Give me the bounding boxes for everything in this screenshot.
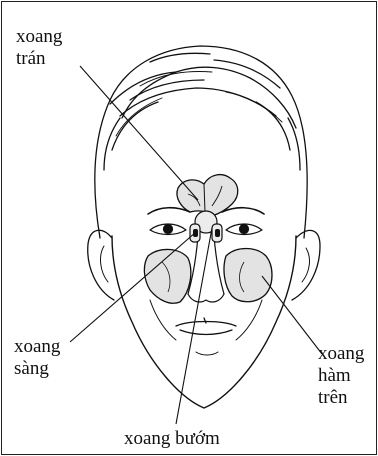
nose (188, 236, 224, 302)
leader-line-maxillary (262, 276, 322, 354)
label-ethmoid-line-2: sàng (14, 358, 60, 380)
right-eyebrow (222, 208, 264, 214)
leader-line-frontal (80, 66, 198, 200)
label-frontal-line-1: xoang (16, 26, 62, 48)
label-sphenoid-line-1: xoang bướm (124, 428, 220, 450)
maxillary-sinus-right (224, 249, 272, 302)
label-frontal-sinus: xoang trán (16, 26, 62, 70)
right-eye (226, 224, 262, 235)
mouth (176, 318, 236, 335)
label-frontal-line-2: trán (16, 48, 62, 70)
label-ethmoid-line-1: xoang (14, 336, 60, 358)
label-sphenoid-sinus: xoang bướm (124, 428, 220, 450)
left-eye (150, 224, 186, 235)
label-maxillary-sinus: xoang hàm trên (318, 343, 364, 409)
label-maxillary-line-3: trên (318, 387, 364, 409)
label-maxillary-line-2: hàm (318, 365, 364, 387)
ethmoid-sinus (190, 211, 222, 242)
label-maxillary-line-1: xoang (318, 343, 364, 365)
label-ethmoid-sinus: xoang sàng (14, 336, 60, 380)
left-eyebrow (148, 208, 190, 214)
